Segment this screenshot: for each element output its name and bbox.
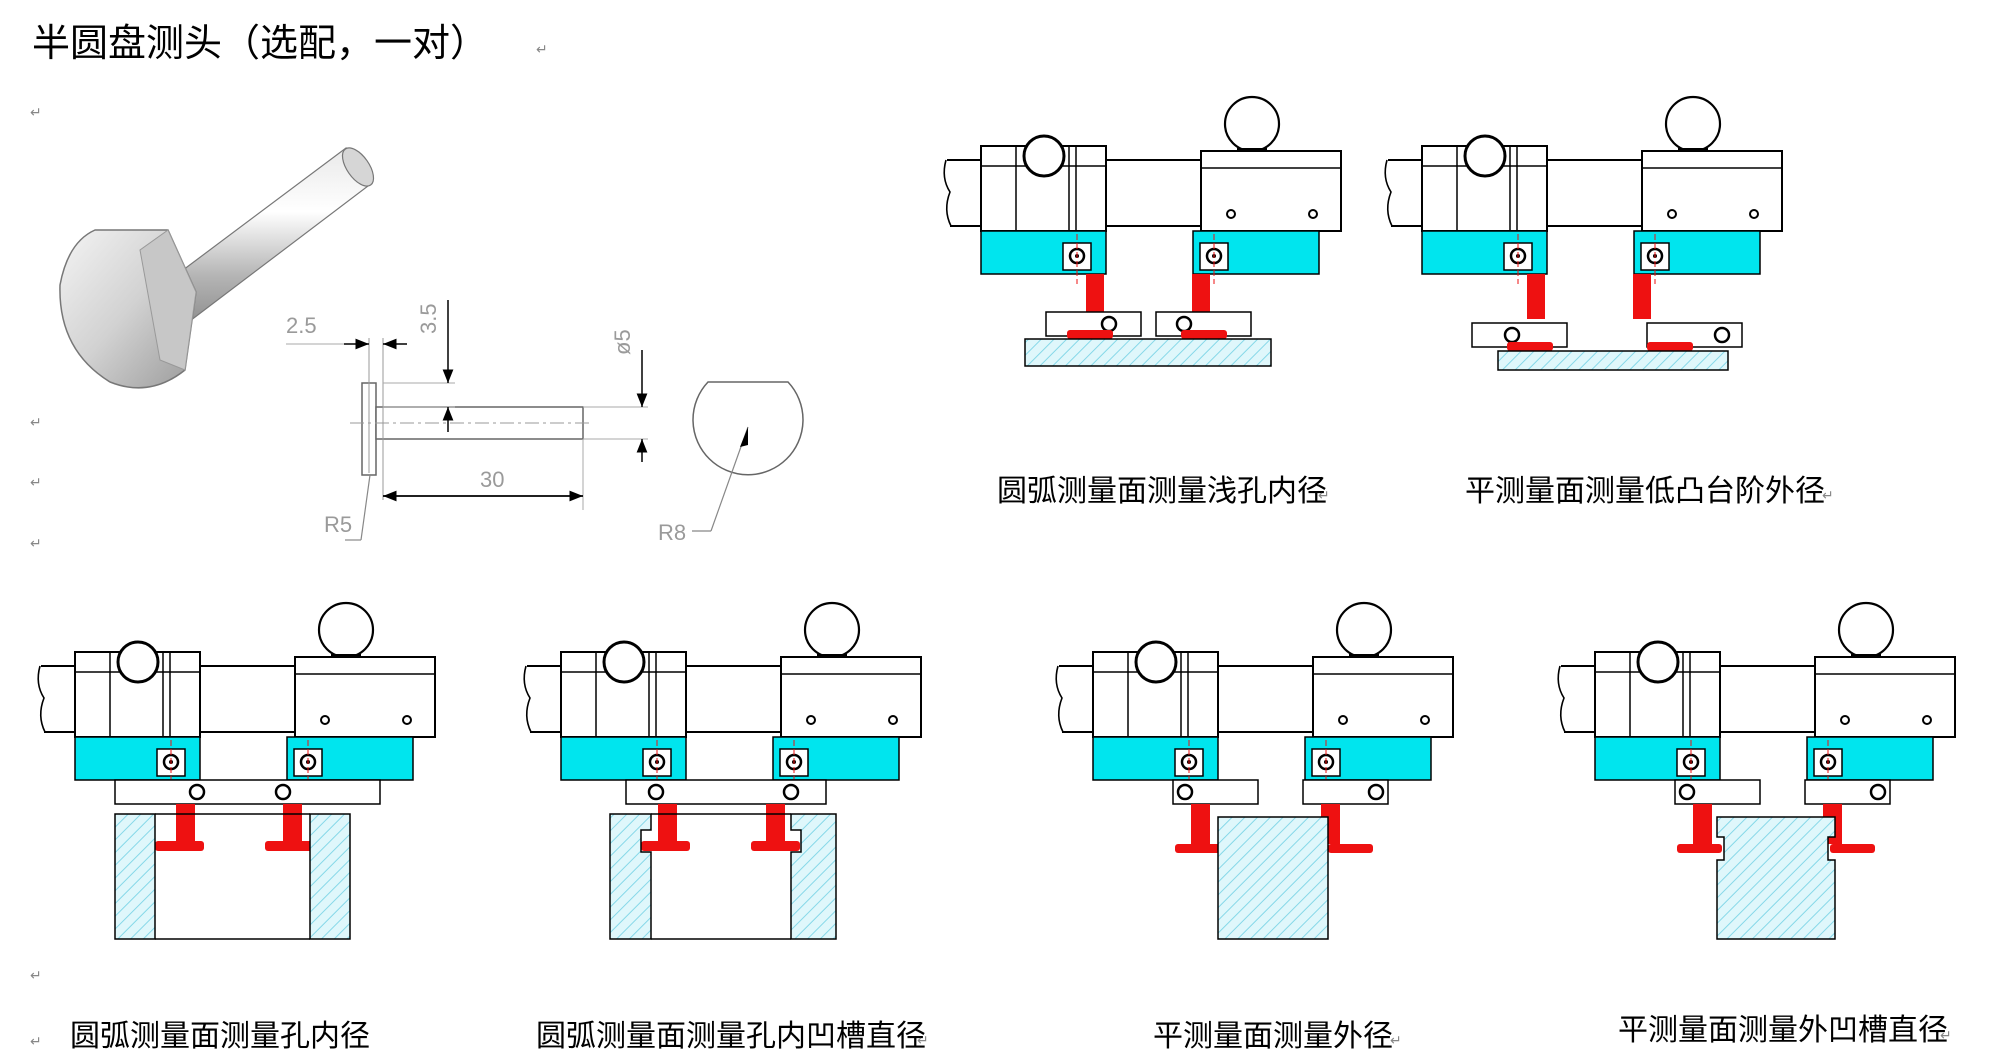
dim-r8: R8 [658, 520, 686, 545]
probe-dimension-drawing: 2.5 3.5 ø5 30 R5 R8 [286, 300, 804, 545]
dim-2-5: 2.5 [286, 313, 317, 338]
caption-2: 平测量面测量低凸台阶外径 [1465, 474, 1825, 509]
figure-hole-groove [522, 601, 923, 940]
paragraph-mark: ↵ [1390, 1033, 1402, 1049]
caption-3: 圆弧测量面测量孔内径 [70, 1019, 370, 1054]
paragraph-mark: ↵ [30, 475, 42, 491]
figure-outer-diameter [1054, 601, 1455, 940]
paragraph-mark: ↵ [30, 968, 42, 984]
paragraph-mark: ↵ [30, 536, 42, 552]
dim-phi-5: ø5 [610, 329, 635, 355]
caption-5: 平测量面测量外径 [1153, 1019, 1393, 1054]
figure-low-boss [1383, 95, 1784, 371]
paragraph-mark: ↵ [30, 415, 42, 431]
dim-r5: R5 [324, 512, 352, 537]
paragraph-mark: ↵ [1318, 488, 1330, 504]
paragraph-mark: ↵ [30, 105, 42, 121]
caption-6: 平测量面测量外凹槽直径 [1618, 1013, 1948, 1048]
paragraph-mark: ↵ [536, 42, 548, 58]
figure-outer-groove [1556, 601, 1957, 940]
dim-30: 30 [480, 467, 504, 492]
figure-hole-bore [36, 601, 437, 940]
caption-4: 圆弧测量面测量孔内凹槽直径 [536, 1019, 926, 1054]
paragraph-mark: ↵ [1822, 488, 1834, 504]
paragraph-mark: ↵ [1940, 1028, 1952, 1044]
page-title: 半圆盘测头（选配，一对） [32, 21, 488, 65]
figure-shallow-hole [942, 95, 1343, 367]
paragraph-mark: ↵ [30, 1034, 42, 1050]
caption-1: 圆弧测量面测量浅孔内径 [997, 474, 1327, 509]
probe-3d-render [59, 147, 375, 389]
dim-3-5: 3.5 [416, 303, 441, 334]
paragraph-mark: ↵ [917, 1033, 929, 1049]
